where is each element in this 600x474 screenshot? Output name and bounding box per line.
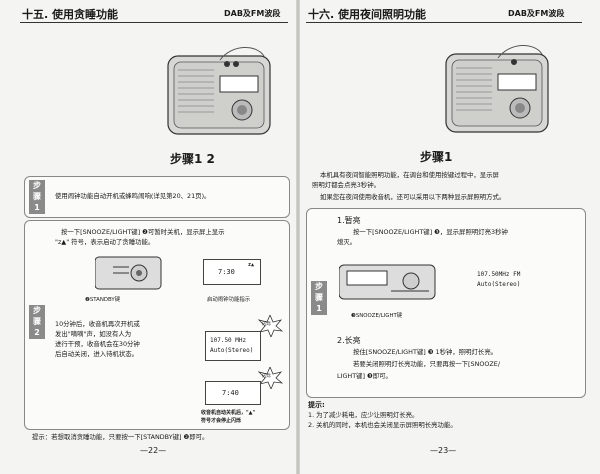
header-rule: [20, 22, 288, 23]
alarm-lcd: 7:30 z▲: [203, 259, 261, 285]
sec2-title: 2.长亮: [337, 336, 361, 345]
page-number: —23—: [430, 446, 457, 455]
intro-line-2: 照明灯都会点亮3秒钟。: [312, 181, 380, 189]
flash-starburst-icon: [257, 367, 283, 389]
alarm-lcd-time: 7:30: [218, 268, 235, 276]
step2-text-c3: 进行干预，收音机会在30分钟: [55, 340, 140, 348]
snooze-button-illustration: [339, 264, 436, 300]
page-number: —22—: [140, 446, 167, 455]
page-title: 十六. 使用夜间照明功能: [308, 8, 427, 21]
step1-box: 步 骤 1 使用闹钟功能自动开机或蜂鸣闹响(详见第20、21页)。: [24, 176, 290, 218]
header-band-label: DAB及FM波段: [508, 9, 565, 18]
step-indicator: 步骤1 2: [170, 152, 215, 166]
radio-lcd-freq: 107.50 MHz: [210, 337, 247, 344]
book-gutter: [296, 0, 300, 474]
step-indicator: 步骤1: [420, 150, 453, 164]
step1-label: 步 骤 1: [29, 180, 45, 214]
step2-label: 步 骤 2: [29, 305, 45, 339]
step2-text-a: 按一下[SNOOZE/LIGHT键] ❷可暂时关机，显示屏上显示: [61, 228, 225, 236]
intro-line-1: 本机具有夜间智能照明功能，在调台和使用按键过程中，显示屏: [320, 171, 499, 179]
radio-lcd-mode: Auto(Stereo): [210, 347, 254, 354]
caption-2b: 符号才会停止闪烁: [201, 418, 242, 424]
step2-text-c4: 后自动关闭，进入待机状态。: [55, 350, 139, 358]
step1-label: 步 骤 1: [311, 281, 327, 315]
sec1-text-a: 按一下[SNOOZE/LIGHT键] ❸，显示屏照明灯亮3秒钟: [353, 228, 508, 236]
intro-line-3: 如果您在夜间使用收音机，还可以采用以下两种显示屏照明方式。: [320, 193, 506, 201]
snooze-icon: z▲: [248, 262, 255, 268]
tip-text: 提示：若想取消贪睡功能，只要按一下[STANDBY键] ❷即可。: [32, 433, 209, 441]
page-title: 十五. 使用贪睡功能: [22, 8, 119, 21]
flash-label-2: 闪烁: [262, 374, 271, 379]
flash-starburst-icon: [257, 315, 283, 337]
lcd-line-2: Auto(Stereo): [477, 281, 521, 288]
sec2-text-a: 按住[SNOOZE/LIGHT键] ❸ 1秒钟，照明灯长亮。: [353, 348, 498, 356]
step2-text-b: "z▲" 符号，表示启动了贪睡功能。: [55, 238, 155, 246]
left-page: 十五. 使用贪睡功能 DAB及FM波段 步骤1 2 步 骤 1 使用闹钟功能自动…: [0, 0, 297, 474]
snooze-lcd: 7:40: [205, 381, 261, 405]
sec1-text-b: 熄灭。: [337, 238, 357, 246]
header-band-label: DAB及FM波段: [224, 9, 281, 18]
lcd-line-1: 107.50MHz FM: [477, 271, 521, 278]
snooze-light-key-label: ❸SNOOZE/LIGHT键: [351, 313, 403, 319]
radio-illustration: [167, 47, 271, 135]
right-page: 十六. 使用夜间照明功能 DAB及FM波段 步骤1 本机具有夜间智能照明功能，在…: [300, 0, 600, 474]
step2-box: 步 骤 2 按一下[SNOOZE/LIGHT键] ❷可暂时关机，显示屏上显示 "…: [24, 220, 290, 430]
tip-1: 1. 为了减少耗电，应少让照明灯长亮。: [308, 411, 419, 419]
tips-title: 提示:: [308, 401, 325, 409]
sec2-text-b: 若要关闭照明灯长亮功能，只要再按一下[SNOOZE/: [353, 360, 500, 368]
step2-text-c1: 10分钟后，收音机再次开机或: [55, 320, 140, 328]
radio-illustration: [445, 45, 549, 133]
sec2-text-c: LIGHT键] ❸即可。: [337, 372, 392, 380]
header-rule: [306, 22, 582, 23]
tip-2: 2. 关机的同时，本机也会关闭显示屏照明长亮功能。: [308, 421, 457, 429]
sec1-title: 1.暂亮: [337, 216, 361, 225]
radio-lcd: 107.50 MHz Auto(Stereo): [205, 331, 261, 361]
standby-key-label: ❷STANDBY键: [85, 297, 121, 303]
standby-button-illustration: [95, 256, 162, 290]
caption-2a: 收音机自动关机后，"▲": [201, 410, 256, 416]
alarm-caption: 启动闹钟功能指示: [207, 297, 251, 303]
flash-label-1: 闪烁: [262, 322, 271, 327]
snooze-lcd-time: 7:40: [222, 389, 239, 397]
step2-text-c2: 发出"嘀嘀"声，如没有人为: [55, 330, 132, 338]
step1-box: 步 骤 1 1.暂亮 按一下[SNOOZE/LIGHT键] ❸，显示屏照明灯亮3…: [306, 208, 586, 398]
step1-text: 使用闹钟功能自动开机或蜂鸣闹响(详见第20、21页)。: [55, 192, 211, 200]
